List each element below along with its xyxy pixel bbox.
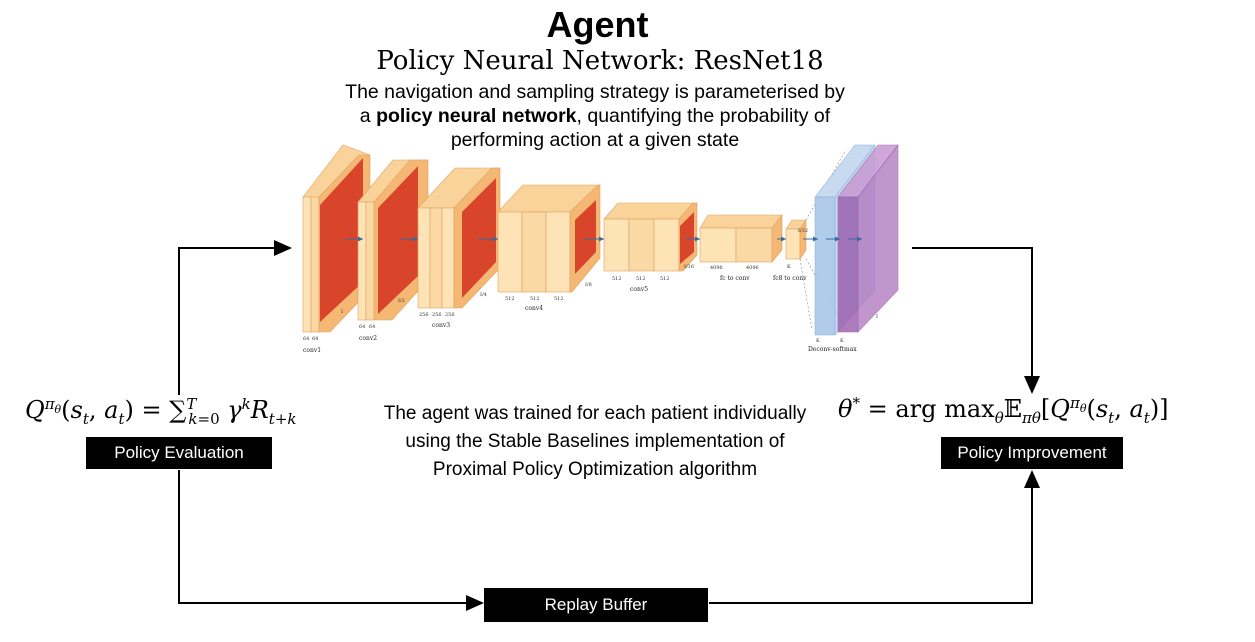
label-conv2-i2: I/2 [398, 298, 405, 304]
fc-to-conv-block [699, 214, 783, 263]
arrow-network-to-improve [912, 247, 1040, 394]
note-line3: Proximal Policy Optimization algorithm [432, 459, 758, 480]
label-fc8-i32: I/32 [798, 228, 808, 234]
label-conv4-512c: 512 [554, 296, 564, 302]
label-conv3-i4: I/4 [480, 292, 487, 298]
label-conv1: conv1 [303, 347, 321, 354]
label-fc-4096a: 4096 [710, 265, 723, 271]
description-line2-suffix: , quantifying the probability of [576, 105, 831, 127]
label-fc-4096b: 4096 [746, 265, 759, 271]
label-conv5-512a: 512 [612, 276, 622, 282]
label-conv1-64b: 64 [312, 336, 318, 342]
label-conv5-512b: 512 [636, 276, 646, 282]
softmax-block [837, 144, 899, 333]
resnet-diagram: 64 64 I conv1 64 64 I/2 conv2 256 256 25… [302, 144, 899, 354]
label-conv4-512b: 512 [530, 296, 540, 302]
conv2-block [357, 159, 429, 321]
label-conv4-i8: I/8 [585, 282, 592, 288]
description-bold: policy neural network [376, 105, 577, 127]
policy-evaluation-box: Policy Evaluation [86, 437, 272, 469]
conv5-block [603, 202, 698, 272]
conv3-block [417, 167, 501, 309]
label-conv4-512a: 512 [505, 296, 515, 302]
arrow-eval-to-replay [178, 470, 484, 611]
label-conv5-512c: 512 [660, 276, 670, 282]
label-fc8-to-conv: fc8 to conv [773, 275, 807, 282]
label-conv2-64b: 64 [369, 324, 375, 330]
note-line1: The agent was trained for each patient i… [383, 403, 807, 424]
description-line2: a policy neural network, quantifying the… [300, 104, 890, 128]
label-deconv-i: I [876, 314, 878, 320]
arrow-eval-to-network [178, 240, 292, 395]
policy-improvement-box: Policy Improvement [941, 437, 1123, 469]
cycle-arrows [178, 240, 1040, 611]
label-conv3-256c: 256 [445, 312, 455, 318]
network-description: The navigation and sampling strategy is … [300, 80, 890, 152]
description-line3: performing action at a given state [450, 129, 740, 151]
policy-improvement-formula: θ* = arg maxθ𝔼πθ[Qπθ(st, at)] [838, 394, 1169, 427]
label-conv5: conv5 [630, 286, 648, 293]
label-deconv-k1: K [816, 338, 820, 344]
label-conv3-256b: 256 [432, 312, 442, 318]
label-conv3: conv3 [432, 322, 450, 329]
policy-evaluation-formula: Qπθ(st, at) = ∑Tk=0 γkRt+k [25, 395, 297, 428]
label-conv2-64a: 64 [359, 324, 365, 330]
agent-title: Agent [546, 4, 649, 45]
replay-buffer-box: Replay Buffer [484, 588, 708, 622]
label-deconv-k2: K [840, 338, 844, 344]
arrow-replay-to-improve [709, 470, 1040, 604]
label-conv4: conv4 [525, 305, 543, 312]
description-line2-prefix: a [359, 105, 377, 127]
label-deconv-softmax: Deconv-softmax [808, 346, 857, 353]
label-conv1-i: I [341, 309, 343, 315]
conv1-block [302, 144, 371, 333]
network-subtitle: Policy Neural Network: ResNet18 [376, 46, 824, 76]
label-fc8-k: K [787, 264, 791, 270]
label-conv5-i16: I/16 [684, 264, 694, 270]
label-conv3-256a: 256 [419, 312, 429, 318]
label-conv2: conv2 [359, 335, 377, 342]
note-line2: using the Stable Baselines implementatio… [405, 431, 785, 452]
label-fc-to-conv: fc to conv [720, 275, 750, 282]
description-line1: The navigation and sampling strategy is … [345, 81, 845, 103]
training-note: The agent was trained for each patient i… [360, 400, 830, 484]
label-conv1-64a: 64 [303, 336, 309, 342]
